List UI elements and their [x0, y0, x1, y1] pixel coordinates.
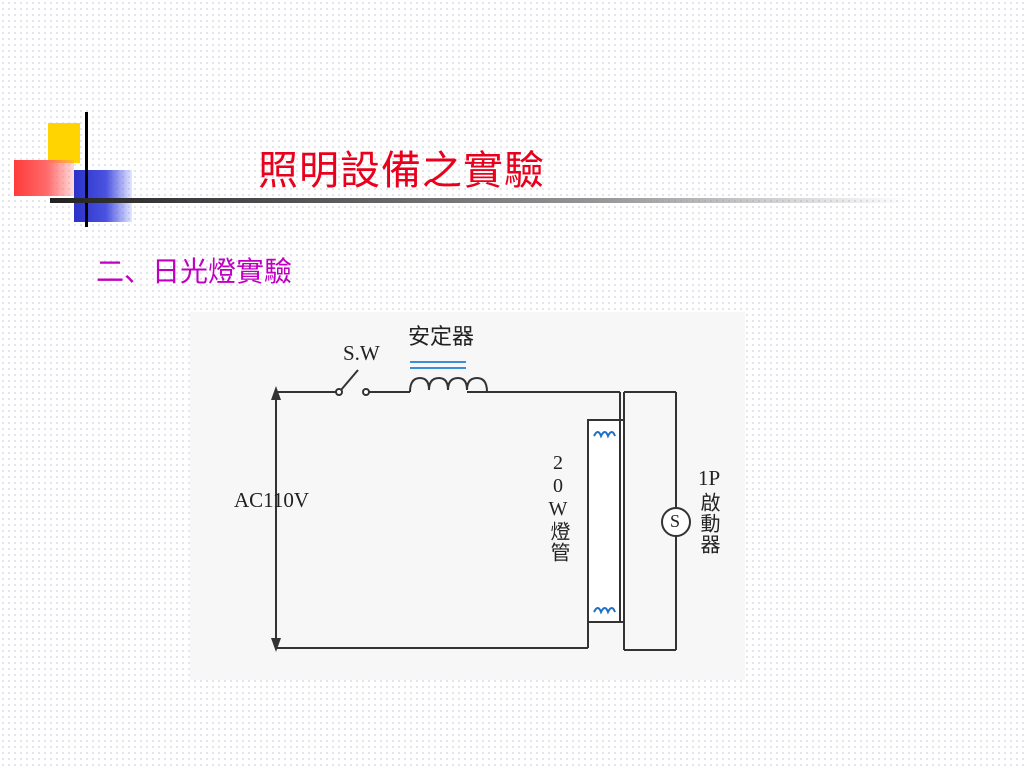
starter-label: 啟動器: [697, 492, 719, 555]
slide-subtitle: 二、日光燈實驗: [96, 255, 293, 288]
switch-terminal-right: [362, 388, 370, 396]
switch-label: S.W: [343, 341, 380, 365]
switch-blade: [340, 369, 359, 391]
decor-vertical-line: [85, 112, 88, 227]
decor-blue-square: [74, 170, 132, 222]
decor-yellow-square: [48, 123, 80, 163]
lamp-tube: [587, 419, 625, 623]
source-label: AC110V: [234, 488, 310, 512]
starter-type-label: 1P: [698, 466, 721, 490]
lamp-filament-bottom: [593, 607, 616, 615]
lamp-label: 20W燈管: [547, 452, 569, 563]
ballast-coil: [409, 376, 488, 393]
starter-symbol: S: [670, 511, 681, 531]
ballast-label: 安定器: [408, 324, 475, 349]
circuit-svg: [271, 361, 691, 652]
decor-red-square: [14, 160, 74, 196]
arrow-down-icon: [271, 638, 281, 652]
slide-title: 照明設備之實驗: [258, 148, 545, 194]
switch-terminal-left: [335, 388, 343, 396]
circuit-diagram: 安定器 S.W AC110V 20W燈管 1P 啟動器 S: [190, 312, 745, 680]
title-underline: [50, 198, 910, 203]
lamp-filament-top: [593, 431, 616, 439]
